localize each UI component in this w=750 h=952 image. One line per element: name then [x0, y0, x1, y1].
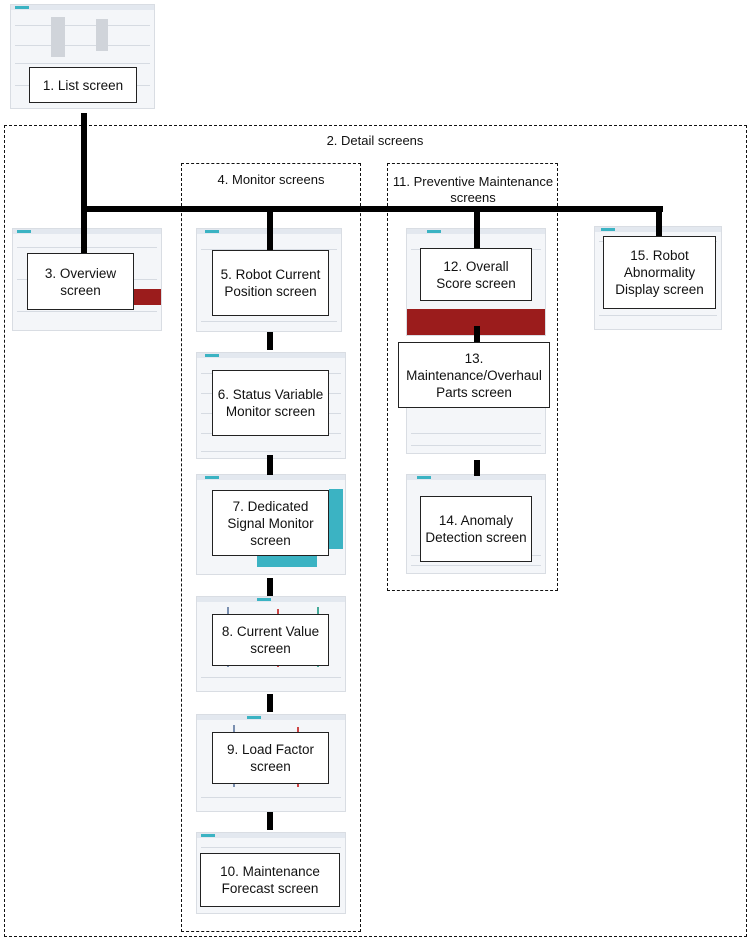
connector-abnormality: [656, 206, 662, 236]
connector-preventive: [474, 206, 480, 250]
connector-5-6: [267, 332, 273, 350]
list-screen-node: 1. List screen: [29, 67, 137, 103]
connector-monitor: [267, 206, 273, 250]
status-variable-node: 6. Status Variable Monitor screen: [212, 370, 329, 436]
maintenance-forecast-node: 10. Maintenance Forecast screen: [200, 853, 340, 907]
current-value-node: 8. Current Value screen: [212, 614, 329, 666]
connector-12-13: [474, 326, 480, 342]
connector-8-9: [267, 694, 273, 712]
dedicated-signal-node: 7. Dedicated Signal Monitor screen: [212, 490, 329, 556]
preventive-maintenance-label: 11. Preventive Maintenance screens: [392, 174, 554, 205]
connector-horizontal: [81, 206, 663, 212]
connector-overview: [81, 206, 87, 256]
abnormality-display-node: 15. Robot Abnormality Display screen: [603, 236, 716, 309]
connector-9-10: [267, 812, 273, 830]
robot-position-node: 5. Robot Current Position screen: [212, 250, 329, 316]
parts-screen-node: 13. Maintenance/Overhaul Parts screen: [398, 342, 550, 408]
monitor-screens-label: 4. Monitor screens: [217, 172, 325, 187]
connector-main-vertical: [81, 113, 87, 209]
overall-score-node: 12. Overall Score screen: [420, 248, 532, 301]
connector-7-8: [267, 578, 273, 596]
connector-13-14: [474, 460, 480, 476]
detail-screens-frame: [4, 125, 747, 937]
preventive-maintenance-frame: [387, 163, 558, 591]
monitor-screens-frame: [181, 163, 361, 932]
anomaly-detection-node: 14. Anomaly Detection screen: [420, 496, 532, 562]
connector-6-7: [267, 455, 273, 475]
load-factor-node: 9. Load Factor screen: [212, 732, 329, 784]
overview-screen-node: 3. Overview screen: [27, 253, 134, 310]
detail-screens-label: 2. Detail screens: [326, 133, 424, 148]
